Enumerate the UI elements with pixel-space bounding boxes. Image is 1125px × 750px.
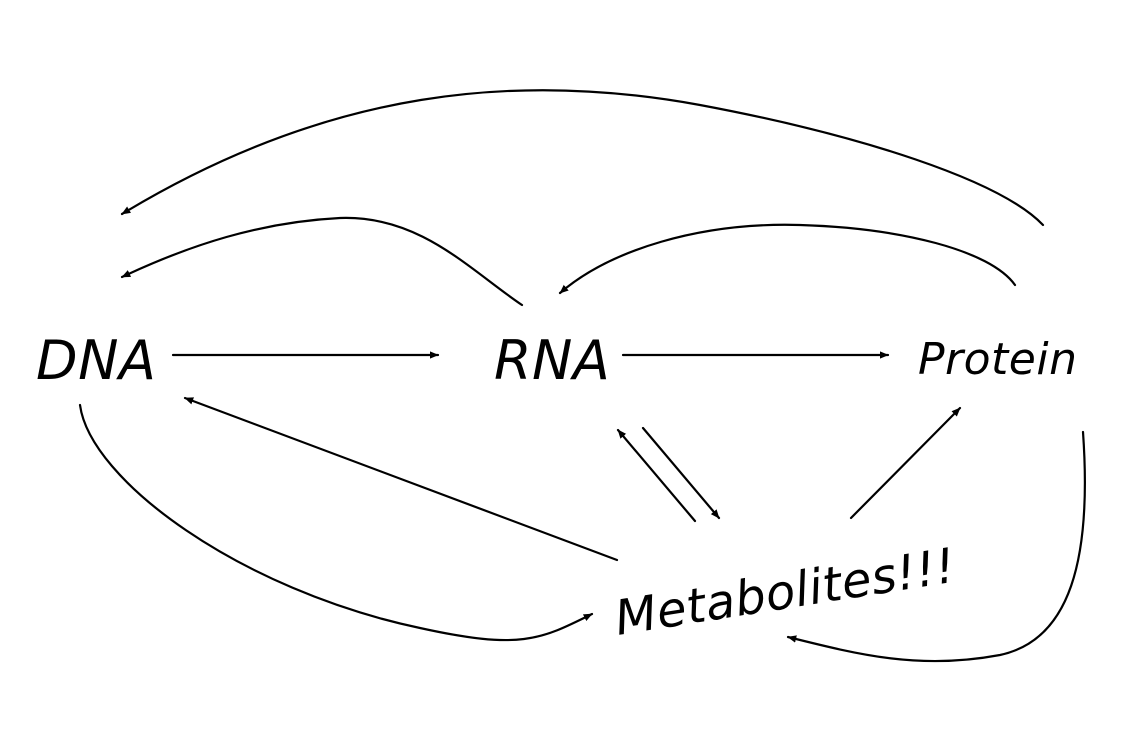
edge-dna-to-metabolites xyxy=(78,403,594,642)
edge-rna-to-dna xyxy=(120,216,524,307)
node-dna: DNA xyxy=(36,329,156,392)
node-rna: RNA xyxy=(494,329,610,392)
edge-metabolites-to-protein xyxy=(849,406,962,520)
edge-metabolites-to-rna xyxy=(616,428,697,523)
edge-protein-to-metabolites xyxy=(786,430,1086,663)
node-protein: Protein xyxy=(918,334,1077,385)
edge-metabolites-to-dna xyxy=(183,396,619,562)
edge-rna-to-metabolites xyxy=(641,426,721,520)
edge-protein-to-rna xyxy=(558,223,1017,295)
edge-protein-to-dna xyxy=(120,89,1045,227)
node-metabolites: Metabolites!!! xyxy=(611,538,959,647)
